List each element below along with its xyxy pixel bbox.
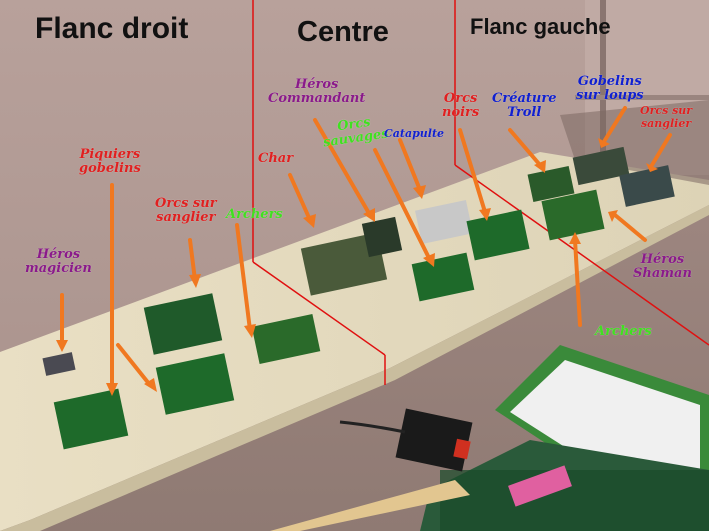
- section-title-left-flank: Flanc gauche: [470, 14, 611, 39]
- arrows: [60, 106, 672, 392]
- label-orcs-sur-sanglier-left: Orcs sur sanglier: [155, 197, 217, 225]
- label-heros-commandant: Héros Commandant: [268, 78, 365, 106]
- label-line: Créature: [492, 91, 557, 106]
- label-line: Héros: [36, 247, 81, 262]
- black-device: [395, 408, 473, 472]
- label-line: Orcs sur: [155, 196, 217, 211]
- section-title-right-flank: Flanc droit: [35, 12, 189, 45]
- label-line: Commandant: [268, 91, 366, 106]
- ruler: [270, 480, 470, 531]
- label-orcs-sur-sanglier-right: Orcs sur sanglier: [640, 104, 692, 130]
- label-archers-left: Archers: [226, 207, 283, 222]
- section-title-center: Centre: [297, 16, 389, 48]
- label-line: Troll: [507, 105, 542, 120]
- label-line: sur loups: [576, 88, 644, 103]
- label-line: Orcs sur: [640, 104, 693, 117]
- label-line: sanglier: [640, 117, 692, 130]
- foam-board: [0, 152, 709, 531]
- label-line: Héros: [294, 77, 339, 92]
- label-line: sanglier: [156, 210, 216, 225]
- label-creature-troll: Créature Troll: [492, 92, 556, 120]
- label-heros-shaman: Héros Shaman: [633, 253, 692, 281]
- label-line: magicien: [25, 261, 92, 276]
- label-line: Gobelins: [577, 74, 642, 89]
- arrow-heads: [56, 138, 658, 396]
- label-piquiers-gobelins: Piquiers gobelins: [79, 148, 141, 176]
- label-orcs-noirs: Orcs noirs: [442, 92, 479, 120]
- label-gobelins-sur-loups: Gobelins sur loups: [576, 75, 644, 103]
- label-line: Piquiers: [79, 147, 141, 162]
- miniature-units: [42, 146, 675, 450]
- label-catapulte: Catapulte: [384, 127, 445, 140]
- label-char: Char: [258, 151, 294, 166]
- label-line: noirs: [442, 105, 480, 120]
- label-line: Orcs: [443, 91, 478, 106]
- label-archers-right: Archers: [595, 324, 652, 339]
- label-line: Shaman: [633, 266, 692, 281]
- label-line: gobelins: [79, 161, 141, 176]
- label-heros-magicien: Héros magicien: [25, 248, 92, 276]
- label-line: Héros: [640, 252, 685, 267]
